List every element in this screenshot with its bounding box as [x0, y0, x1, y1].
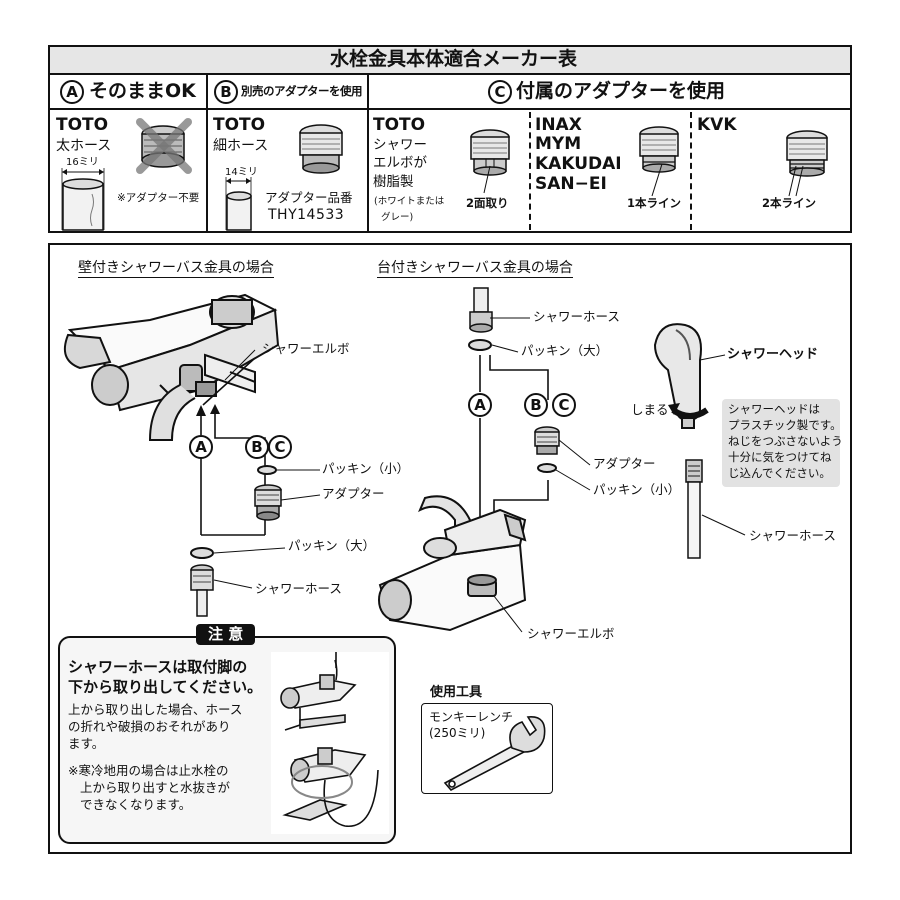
wall-badge-a: A	[189, 435, 213, 459]
cell-b-dim: 14ミリ	[225, 167, 258, 178]
wall-adapter-label: アダプター	[322, 486, 385, 501]
col-a-label: そのままOK	[89, 80, 196, 102]
deck-badge-a: A	[468, 393, 492, 417]
caution-body-2: の折れや破損のおそれがあり	[68, 719, 231, 734]
caution-heading-2: 下から取り出してください。	[68, 678, 263, 696]
compatibility-table	[48, 45, 852, 233]
wall-badge-b: B	[245, 435, 269, 459]
deck-title: 台付きシャワーバス金具の場合	[377, 260, 573, 278]
cell-b-hose: 細ホース	[213, 138, 269, 154]
caution-body-1: 上から取り出した場合、ホース	[68, 702, 243, 717]
tools-title: 使用工具	[430, 685, 483, 700]
deck-packing-large	[468, 339, 492, 351]
cell-c2-brand-4: SAN−EI	[535, 174, 607, 194]
deck-faucet	[378, 495, 527, 632]
cell-a-dim: 16ミリ	[66, 157, 99, 168]
caution-note-1: ※寒冷地用の場合は止水栓の	[68, 763, 229, 778]
head-hose	[685, 459, 703, 559]
cell-b-part-no: THY14533	[268, 207, 345, 223]
badge-a: A	[60, 80, 84, 104]
col-divider-bc	[367, 75, 369, 231]
cell-c2-brand-3: KAKUDAI	[535, 154, 622, 174]
deck-adapter-label: アダプター	[593, 456, 656, 471]
wall-adapter	[254, 484, 282, 521]
tools-size: (250ミリ)	[429, 726, 486, 740]
deck-badge-b: B	[524, 393, 548, 417]
wall-packing-large	[190, 547, 214, 559]
table-header-divider	[50, 108, 850, 110]
head-note-2: プラスチック製です。	[728, 418, 842, 432]
wall-packing-small-label: パッキン（小）	[322, 461, 410, 476]
caution-note-2: 上から取り出すと水抜きが	[80, 780, 231, 795]
wall-hose	[190, 564, 214, 617]
cell-c1-line-3: 樹脂製	[373, 174, 414, 190]
head-note-4: 十分に気をつけてね	[728, 450, 832, 464]
head-note-box	[722, 399, 840, 487]
cell-c1-brand: TOTO	[373, 115, 426, 135]
wall-faucet	[64, 293, 280, 441]
cell-c2-mark: 1本ライン	[627, 196, 682, 210]
cell-c1-line-1: シャワー	[373, 137, 427, 153]
cell-c3-brand: KVK	[697, 115, 737, 135]
cell-b-part-label: アダプター品番	[265, 190, 353, 205]
cell-a-brand: TOTO	[56, 115, 109, 135]
cell-b-brand: TOTO	[213, 115, 266, 135]
cell-c2-brand-1: INAX	[535, 115, 582, 135]
wall-arrows	[196, 357, 266, 536]
wall-elbow-label: シャワーエルボ	[262, 341, 350, 356]
head-note-1: シャワーヘッドは	[728, 402, 820, 416]
table-title-bar	[50, 47, 850, 75]
wall-packing-small	[257, 465, 277, 475]
installation-panel	[48, 243, 852, 854]
caution-body-3: ます。	[68, 736, 105, 751]
badge-c: C	[488, 80, 512, 104]
deck-packing-small	[537, 463, 557, 473]
col-divider-ab	[206, 75, 208, 231]
col-b-label: 別売のアダプターを使用	[241, 84, 363, 98]
cell-c1-sub-1: (ホワイトまたは	[374, 196, 445, 207]
head-hose-label: シャワーホース	[749, 528, 836, 543]
cell-c2-brand-2: MYM	[535, 134, 582, 154]
tighten-arrow	[671, 407, 709, 419]
deck-adapter	[534, 426, 560, 455]
cell-c3-mark: 2本ライン	[762, 196, 817, 210]
tools-name: モンキーレンチ	[429, 710, 514, 724]
head-note-5: じ込んでください。	[728, 466, 831, 480]
tighten-label: しまる	[631, 402, 669, 417]
wall-packing-large-label: パッキン（大）	[288, 538, 376, 553]
cell-a-note: ※アダプター不要	[117, 192, 200, 204]
col-divider-c1c2	[529, 112, 531, 230]
col-divider-c2c3	[690, 112, 692, 230]
cell-c1-sub-2: グレー)	[381, 212, 414, 223]
deck-packing-small-label: パッキン（小）	[593, 482, 681, 497]
table-title: 水栓金具本体適合メーカー表	[330, 48, 578, 70]
caution-heading-1: シャワーホースは取付脚の	[68, 658, 248, 676]
cell-a-hose: 太ホース	[56, 138, 112, 154]
deck-badge-c: C	[552, 393, 576, 417]
caution-note-3: できなくなります。	[80, 797, 192, 812]
col-c-label: 付属のアダプターを使用	[516, 80, 726, 102]
deck-hose-label: シャワーホース	[533, 309, 620, 324]
cell-c1-line-2: エルボが	[373, 155, 427, 171]
deck-packing-large-label: パッキン（大）	[521, 343, 609, 358]
deck-hose-top	[469, 287, 493, 333]
caution-tag: 注 意	[196, 624, 256, 645]
badge-b: B	[214, 80, 238, 104]
wall-hose-label: シャワーホース	[255, 581, 342, 596]
deck-elbow-label: シャワーエルボ	[527, 626, 615, 641]
head-label: シャワーヘッド	[727, 347, 819, 362]
wall-badge-c: C	[268, 435, 292, 459]
cell-c1-mark: 2面取り	[466, 196, 509, 210]
wall-title: 壁付きシャワーバス金具の場合	[78, 260, 274, 278]
head-note-3: ねじをつぶさないよう	[728, 434, 843, 448]
